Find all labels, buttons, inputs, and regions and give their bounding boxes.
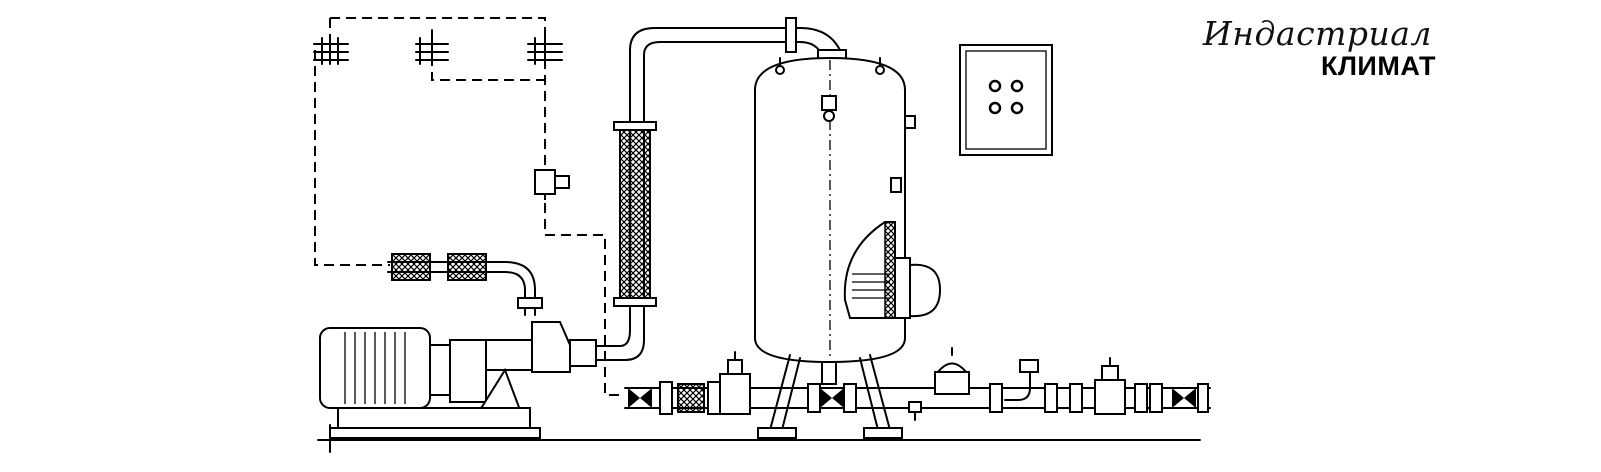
logo-brand-text: КЛИМАТ [1321, 51, 1436, 81]
suction-pipe [387, 253, 543, 316]
pressure-switch-3 [527, 29, 563, 65]
pump-base [329, 407, 541, 439]
indicator-lamp [1010, 79, 1024, 93]
manifold-pipe [624, 347, 1211, 421]
control-indicators [988, 79, 1024, 115]
pressure-switch-1 [313, 37, 349, 65]
control-valve [534, 169, 570, 195]
electric-motor [319, 327, 487, 409]
indicator-lamp [988, 79, 1002, 93]
indicator-lamp [1010, 101, 1024, 115]
control-cabinet [959, 44, 1053, 156]
tank-legs [757, 354, 903, 439]
pump [478, 321, 597, 411]
discharge-pipe [595, 17, 847, 361]
indicator-lamp [988, 101, 1002, 115]
pressure-switch-2 [415, 29, 449, 65]
brand-logo: Индастриал КЛИМАТ [1203, 14, 1503, 84]
hydro-tank [754, 56, 942, 364]
logo-script-text: Индастриал [1203, 14, 1432, 53]
